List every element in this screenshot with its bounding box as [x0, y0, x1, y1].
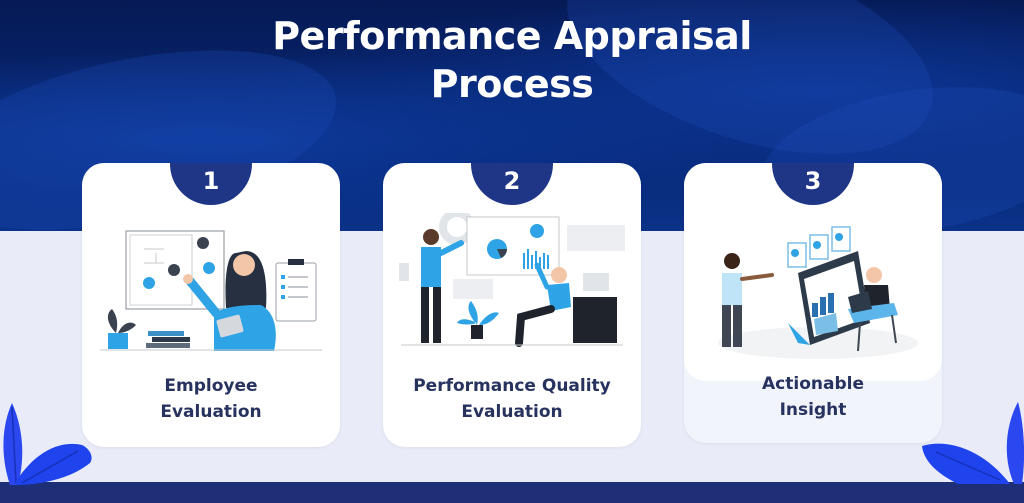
title-line-1: Performance Appraisal — [272, 14, 752, 58]
leaf-left-icon — [3, 403, 92, 485]
step-label: Performance Quality Evaluation — [413, 376, 611, 422]
step-number: 2 — [503, 167, 521, 195]
step-number-badge: 2 — [471, 163, 553, 205]
step-card-1: 1 Employee Evaluation — [82, 163, 340, 447]
footer-band — [0, 482, 1024, 503]
people-analyzing-dashboard-illustration — [718, 226, 918, 359]
leaf-right-icon — [922, 402, 1024, 484]
step-number-badge: 1 — [170, 163, 252, 205]
woman-pointing-at-org-chart-illustration — [100, 230, 322, 351]
team-reviewing-charts-illustration — [399, 213, 625, 347]
step-number: 1 — [202, 167, 220, 195]
step-card-2: 2 Performance Quality Evaluation — [383, 163, 641, 447]
title-line-2: Process — [430, 62, 594, 106]
page-title: Performance Appraisal Process — [0, 12, 1024, 108]
step-label: Employee Evaluation — [160, 376, 262, 422]
step-label: Actionable Insight — [762, 374, 864, 420]
step-number: 3 — [804, 167, 822, 195]
step-card-3: 3 Actionable Insight — [684, 163, 942, 443]
